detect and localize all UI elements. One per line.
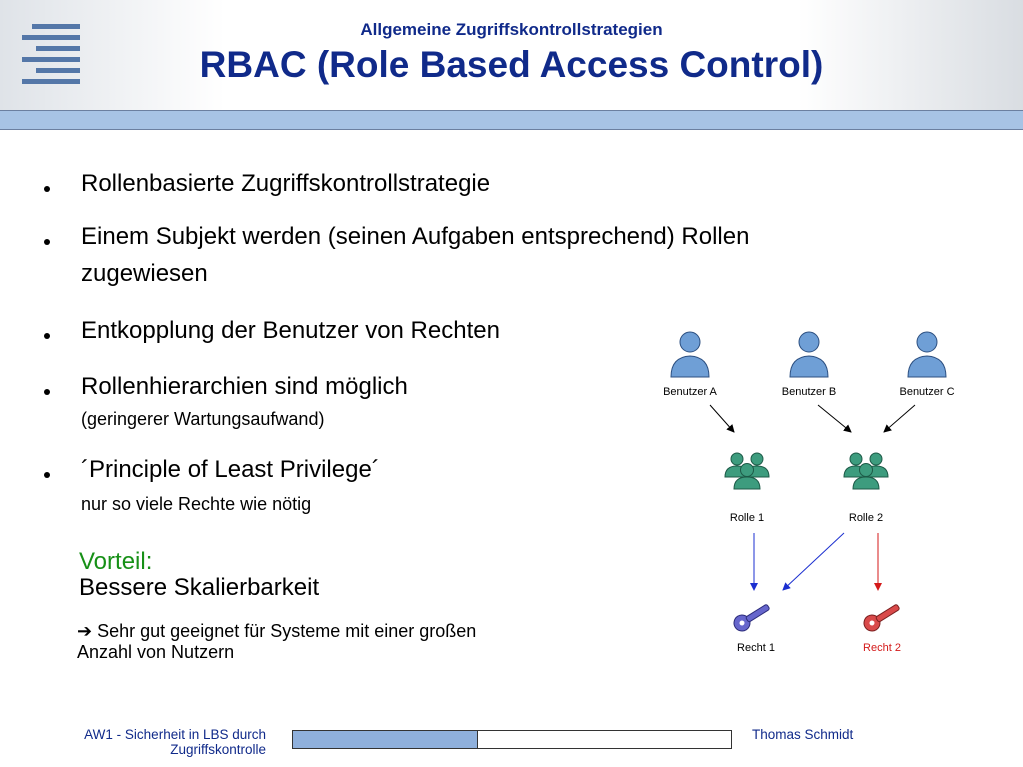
logo-bar	[32, 24, 80, 29]
advantage-detail-text: Sehr gut geeignet für Systeme mit einer …	[97, 621, 477, 641]
role-label: Rolle 1	[730, 512, 764, 524]
logo-bar	[36, 68, 80, 73]
bullet-text: Entkopplung der Benutzer von Rechten	[81, 317, 500, 344]
advantage-detail: ➔ Sehr gut geeignet für Systeme mit eine…	[77, 621, 617, 663]
bullet-text: ´Principle of Least Privilege´	[81, 456, 380, 483]
logo-bar	[22, 35, 80, 40]
slide-progress-fill	[293, 731, 478, 748]
bullet-subtext: (geringerer Wartungsaufwand)	[81, 409, 325, 429]
key-icon	[733, 604, 770, 632]
slide-progress-bar	[292, 730, 732, 749]
user-label: Benutzer B	[782, 386, 836, 398]
bullet-dot	[44, 472, 50, 478]
permission-arrow	[782, 532, 845, 591]
key-icon	[863, 604, 900, 632]
bullet-dot	[44, 186, 50, 192]
assignment-arrow	[817, 404, 852, 433]
logo-bar	[22, 57, 80, 62]
rbac-diagram: Benutzer A Benutzer B Benutzer C Rolle 1…	[663, 331, 955, 654]
advantage-detail-text: Anzahl von Nutzern	[77, 642, 235, 662]
right-label: Recht 2	[863, 642, 901, 654]
right-label: Recht 1	[737, 642, 775, 654]
bullet-dot	[44, 389, 50, 395]
user-icon	[907, 331, 947, 378]
bullet-dot	[44, 333, 50, 339]
user-icon	[670, 331, 710, 378]
role-group-icon	[843, 452, 889, 490]
assignment-arrow	[709, 404, 735, 433]
user-icon	[789, 331, 829, 378]
footer-course: AW1 - Sicherheit in LBS durch Zugriffsko…	[20, 727, 266, 757]
bullet-text: Rollenhierarchien sind möglich	[81, 373, 408, 400]
footer-course-line: AW1 - Sicherheit in LBS durch	[84, 727, 266, 742]
slide-title: RBAC (Role Based Access Control)	[199, 44, 824, 85]
user-label: Benutzer C	[899, 386, 954, 398]
assignment-arrow	[883, 404, 916, 433]
footer-course-line: Zugriffskontrolle	[170, 742, 266, 757]
logo-bar	[36, 46, 80, 51]
header-band	[0, 110, 1023, 130]
arrow-right-icon: ➔	[77, 621, 93, 641]
bullet-text: Einem Subjekt werden (seinen Aufgaben en…	[81, 223, 750, 250]
bullet-text: Rollenbasierte Zugriffskontrollstrategie	[81, 170, 491, 197]
bullet-text-continuation: zugewiesen	[81, 260, 208, 287]
advantage-line: Bessere Skalierbarkeit	[79, 574, 320, 601]
logo-bar	[22, 79, 80, 84]
slide-subtitle: Allgemeine Zugriffskontrollstrategien	[360, 20, 663, 39]
user-label: Benutzer A	[663, 386, 717, 398]
role-group-icon	[724, 452, 770, 490]
advantage-heading: Vorteil:	[79, 548, 153, 575]
footer-author: Thomas Schmidt	[752, 727, 854, 742]
logo	[22, 18, 92, 88]
role-label: Rolle 2	[849, 512, 883, 524]
header-background	[0, 0, 1023, 110]
bullet-subtext: nur so viele Rechte wie nötig	[81, 494, 312, 514]
bullet-dot	[44, 239, 50, 245]
